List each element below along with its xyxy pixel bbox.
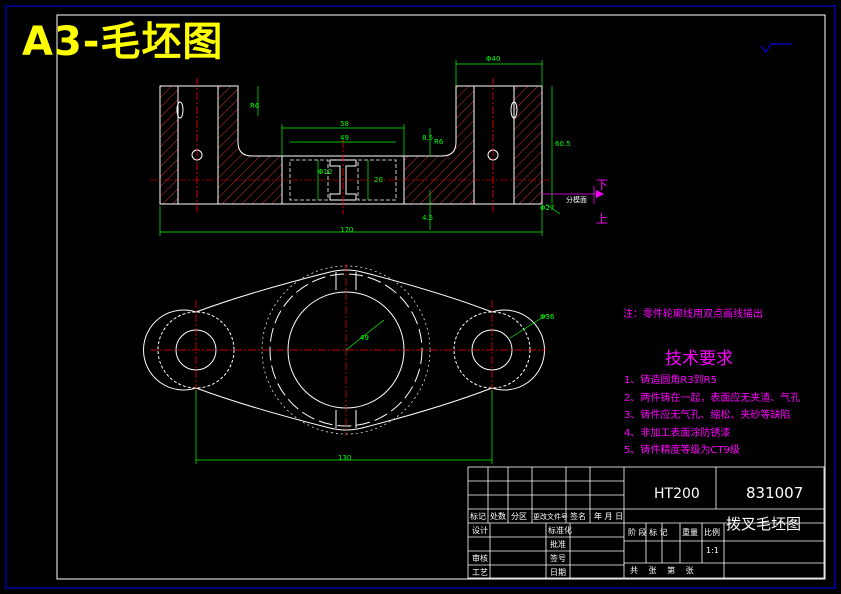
dim-phi36: Φ36 — [540, 313, 555, 321]
tb-label-zone: 分区 — [511, 512, 527, 521]
tb-process: 工艺 — [472, 568, 488, 577]
dim-phi40: Φ40 — [486, 55, 501, 63]
tb-scale: 比例 — [704, 528, 720, 537]
dim-phi27: Φ27 — [540, 204, 555, 212]
dim-130: 130 — [338, 454, 352, 462]
tech-item: 3、铸件应无气孔、缩松、夹砂等缺陷 — [624, 410, 791, 421]
tb-stage: 阶 段 标 记 — [628, 528, 668, 537]
dim-58: 58 — [340, 120, 349, 128]
dim-60-5: 60.5 — [555, 140, 571, 148]
sheet-title: A3-毛坯图 — [22, 19, 224, 65]
tech-requirements-list: 1、铸造圆角R3到R5 2、两件铸在一起，表面应无夹渣、气孔 3、铸件应无气孔、… — [624, 372, 800, 460]
tech-item: 1、铸造圆角R3到R5 — [624, 375, 717, 386]
top-view — [143, 264, 549, 464]
tb-weight: 重量 — [682, 528, 698, 537]
dim-r6-a: R6 — [250, 102, 260, 110]
tb-part-name: 拨叉毛坯图 — [726, 515, 802, 533]
tb-drawing-number: 831007 — [746, 484, 804, 502]
tb-sign-no: 签号 — [550, 554, 566, 563]
contour-note: 注：零件轮廓线用双点画线描出 — [623, 309, 763, 320]
tb-sheets: 共 张 第 张 — [630, 566, 698, 575]
dim-4-5: 4.5 — [422, 214, 434, 222]
tb-audit: 审核 — [472, 554, 488, 563]
inner-frame — [56, 14, 826, 580]
dim-8-5: 8.5 — [422, 134, 434, 142]
tb-label-sign: 签名 — [570, 512, 586, 521]
tb-date: 日期 — [550, 568, 566, 577]
tech-item: 5、铸件精度等级为CT9级 — [624, 445, 740, 456]
dim-r6-b: R6 — [434, 138, 444, 146]
tb-label-count: 处数 — [490, 512, 506, 521]
tb-label-change-doc: 更改文件号 — [533, 513, 568, 521]
tb-check: 批准 — [550, 540, 566, 549]
tb-design: 设计 — [472, 526, 488, 535]
tech-requirements-heading: 技术要求 — [665, 349, 733, 369]
outer-frame — [5, 5, 836, 589]
dim-170: 170 — [340, 226, 354, 234]
tech-item: 4、非加工表面涂防锈漆 — [624, 427, 731, 439]
tb-material: HT200 — [654, 486, 700, 502]
roughness-symbol — [760, 43, 792, 53]
dim-20: 20 — [374, 176, 383, 184]
tb-scale-value: 1:1 — [706, 546, 719, 555]
tb-standardize: 标准化 — [548, 526, 572, 535]
dim-phi12: Φ12 — [318, 168, 333, 176]
tech-item: 2、两件铸在一起，表面应无夹渣、气孔 — [624, 392, 801, 404]
dim-49-top: 49 — [360, 334, 369, 342]
tb-label-mark: 标记 — [470, 512, 486, 521]
parting-surface-label: 分模面 — [566, 196, 587, 204]
tb-label-date: 年 月 日 — [594, 512, 624, 521]
dim-49-front: 49 — [340, 134, 349, 142]
front-view — [150, 60, 604, 236]
direction-down: 下 — [596, 178, 609, 192]
direction-up: 上 — [596, 212, 609, 226]
